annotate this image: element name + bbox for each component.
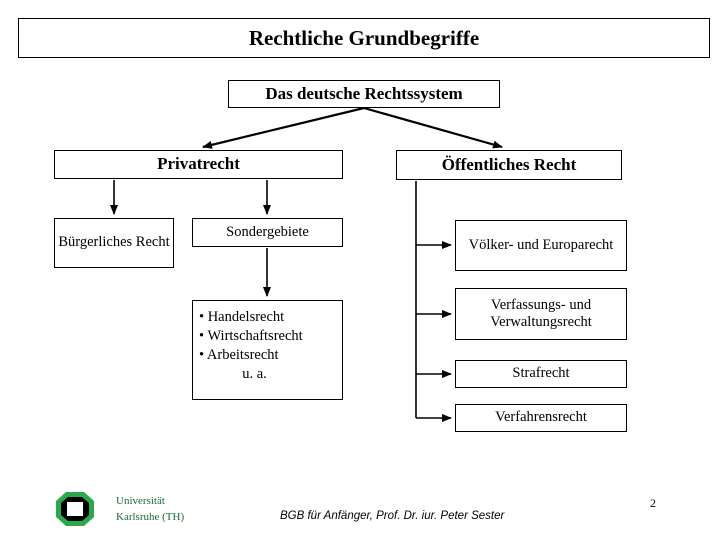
node-oeffentliches-recht-label: Öffentliches Recht (441, 154, 577, 174)
node-strafrecht: Strafrecht (455, 360, 627, 388)
node-verfassungs-und-verwaltungsrecht-label: Verfassungs- und Verwaltungsrecht (490, 296, 592, 330)
node-oeffentliches-recht: Öffentliches Recht (396, 150, 622, 180)
node-buergerliches-recht: Bürgerliches Recht (54, 218, 174, 268)
node-sondergebiete-label: Sondergebiete (226, 223, 309, 240)
arrow-root-to-oeffentliches (363, 106, 503, 149)
node-sondergebiete: Sondergebiete (192, 218, 343, 247)
node-verfahrensrecht-label: Verfahrensrecht (495, 409, 587, 426)
node-verfassungs-und-verwaltungsrecht: Verfassungs- und Verwaltungsrecht (455, 288, 627, 340)
university-name-line2: Karlsruhe (TH) (116, 510, 185, 523)
slide-title-box: Rechtliche Grundbegriffe (18, 18, 710, 58)
node-verfahrensrecht: Verfahrensrecht (455, 404, 627, 432)
node-sondergebiete-bullets: • Handelsrecht • Wirtschaftsrecht • Arbe… (192, 300, 343, 400)
university-name: Universität Karlsruhe (TH) (116, 494, 184, 526)
arrow-root-to-privatrecht (202, 106, 365, 149)
node-privatrecht: Privatrecht (54, 150, 343, 179)
university-name-line1: Universität (116, 495, 165, 507)
karlsruhe-octagon-logo-icon (56, 492, 94, 526)
list-item: • Wirtschaftsrecht (199, 328, 303, 345)
list-item: • Handelsrecht (199, 309, 285, 325)
node-voelker-und-europarecht-label: Völker- und Europarecht (468, 236, 614, 253)
list-item: • Arbeitsrecht (199, 347, 279, 364)
footer-course-credit: BGB für Anfänger, Prof. Dr. iur. Peter S… (280, 510, 505, 522)
page-number: 2 (650, 496, 656, 510)
node-strafrecht-label: Strafrecht (512, 365, 570, 382)
page-title: Rechtliche Grundbegriffe (248, 25, 480, 50)
node-voelker-und-europarecht: Völker- und Europarecht (455, 220, 627, 271)
node-buergerliches-recht-label: Bürgerliches Recht (58, 234, 170, 251)
node-root: Das deutsche Rechtssystem (228, 80, 500, 108)
node-privatrecht-label: Privatrecht (157, 154, 240, 174)
list-item-tail: u. a. (242, 366, 267, 383)
node-root-label: Das deutsche Rechtssystem (265, 83, 463, 103)
